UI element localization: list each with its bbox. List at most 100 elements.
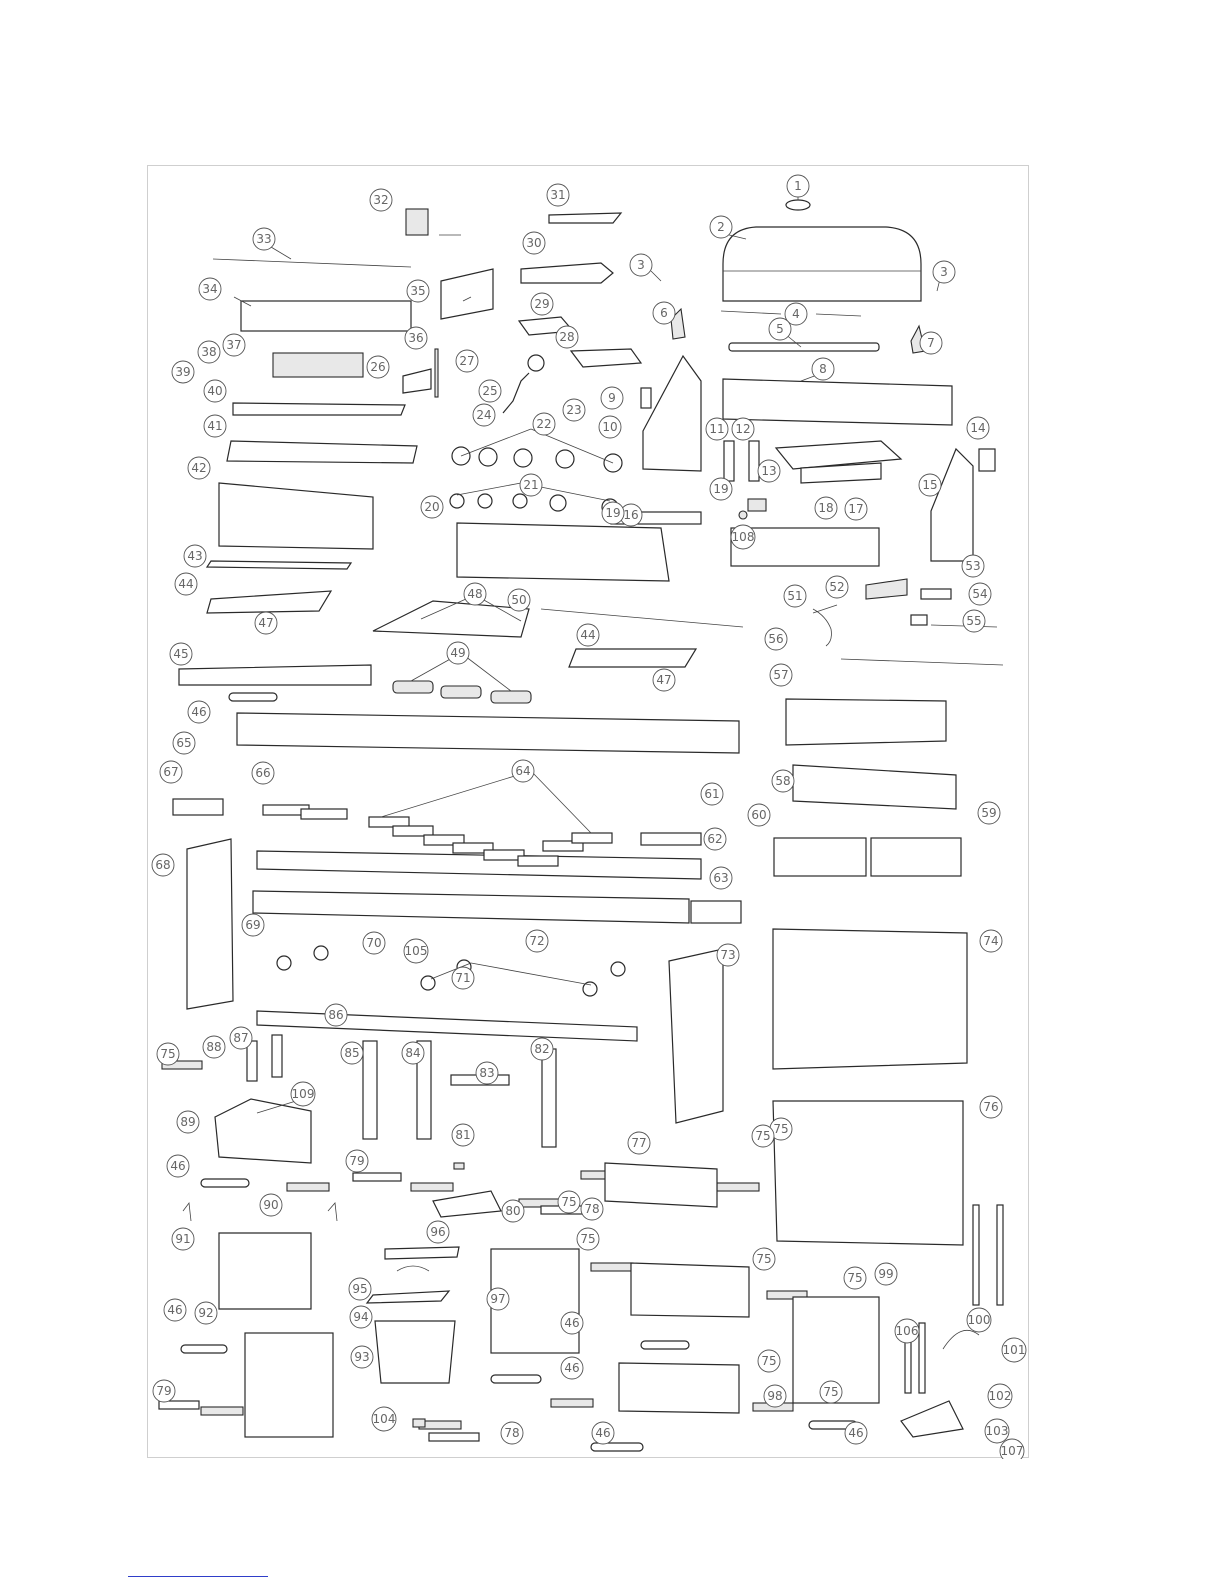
callout-21: 21 [519, 473, 543, 497]
callout-number: 63 [713, 871, 728, 885]
callout-26: 26 [366, 355, 390, 379]
callout-number: 57 [773, 668, 788, 682]
callout-number: 109 [292, 1087, 315, 1101]
callout-70: 70 [362, 931, 386, 955]
callout-27: 27 [455, 349, 479, 373]
callout-number: 7 [927, 336, 935, 350]
callout-number: 75 [761, 1354, 776, 1368]
callout-68: 68 [151, 853, 175, 877]
callout-24: 24 [472, 403, 496, 427]
callout-number: 58 [775, 774, 790, 788]
part-105-beam [252, 890, 690, 924]
callout-50: 50 [507, 588, 531, 612]
callout-109: 109 [290, 1081, 316, 1107]
callout-number: 75 [823, 1385, 838, 1399]
part-67-bracket [172, 798, 224, 816]
part-95-handle [396, 1265, 430, 1272]
callout-number: 88 [206, 1040, 221, 1054]
callout-number: 105 [405, 944, 428, 958]
part-18-igniter [747, 498, 767, 512]
callout-number: 21 [523, 478, 538, 492]
part-106-rail-b [918, 1322, 926, 1394]
callout-2: 2 [709, 215, 733, 239]
callout-number: 19 [713, 482, 728, 496]
callout-46: 46 [187, 700, 211, 724]
callout-number: 29 [534, 297, 549, 311]
callout-number: 102 [989, 1389, 1012, 1403]
part-57-shelf [785, 698, 947, 746]
callout-99: 99 [874, 1262, 898, 1286]
part-28-pan [569, 348, 643, 368]
callout-65: 65 [172, 731, 196, 755]
callout-number: 87 [233, 1031, 248, 1045]
part-36-rod [434, 348, 439, 398]
callout-number: 100 [968, 1313, 991, 1327]
callout-number: 75 [847, 1271, 862, 1285]
part-34-rack [240, 300, 412, 332]
callout-number: 46 [564, 1316, 579, 1330]
part-8-panel [722, 378, 953, 426]
callout-61: 61 [700, 782, 724, 806]
part-76-back [772, 1100, 964, 1246]
callout-31: 31 [546, 183, 570, 207]
callout-number: 80 [505, 1204, 520, 1218]
callout-number: 9 [608, 391, 616, 405]
callout-number: 37 [226, 338, 241, 352]
callout-75: 75 [751, 1124, 775, 1148]
part-59-panel [870, 837, 962, 877]
callout-number: 82 [534, 1042, 549, 1056]
callout-49: 49 [446, 641, 470, 665]
callout-number: 51 [787, 589, 802, 603]
part-91-cabinet [218, 1232, 312, 1310]
callout-30: 30 [522, 231, 546, 255]
callout-29: 29 [530, 292, 554, 316]
part-1-thermometer [785, 199, 811, 211]
part-15-side [930, 447, 974, 562]
part-10-side [642, 354, 702, 472]
callout-12: 12 [731, 417, 755, 441]
callout-number: 10 [602, 420, 617, 434]
exploded-parts-diagram: 1233456789101112131415161718191920212223… [151, 174, 1027, 1459]
callout-63: 63 [709, 866, 733, 890]
callout-number: 46 [564, 1361, 579, 1375]
callout-number: 20 [424, 500, 439, 514]
part-81-knob [453, 1162, 465, 1170]
callout-105: 105 [403, 938, 429, 964]
callout-number: 16 [623, 508, 638, 522]
part-17-panel [730, 527, 880, 567]
callout-number: 81 [455, 1128, 470, 1142]
part-49-burners [392, 680, 532, 704]
callout-number: 48 [467, 587, 482, 601]
callout-73: 73 [716, 943, 740, 967]
callout-107: 107 [999, 1438, 1025, 1459]
callout-47: 47 [652, 668, 676, 692]
callout-81: 81 [451, 1123, 475, 1147]
callout-number: 70 [366, 936, 381, 950]
callout-number: 101 [1003, 1343, 1026, 1357]
callout-44: 44 [576, 623, 600, 647]
callout-100: 100 [966, 1307, 992, 1333]
callout-92: 92 [194, 1301, 218, 1325]
callout-75: 75 [752, 1247, 776, 1271]
callout-51: 51 [783, 584, 807, 608]
part-94-lid [365, 1290, 451, 1304]
callout-number: 54 [972, 587, 987, 601]
callout-number: 36 [408, 331, 423, 345]
callout-89: 89 [176, 1110, 200, 1134]
callout-number: 97 [490, 1292, 505, 1306]
callout-number: 83 [479, 1066, 494, 1080]
part-51-hose [812, 608, 832, 647]
callout-number: 26 [370, 360, 385, 374]
part-30-tray [520, 262, 614, 284]
callout-number: 74 [983, 934, 998, 948]
callout-number: 25 [482, 384, 497, 398]
part-61-bar [640, 832, 702, 846]
callout-67: 67 [159, 760, 183, 784]
callout-number: 22 [536, 417, 551, 431]
callout-16: 16 [619, 503, 643, 527]
callout-57: 57 [769, 663, 793, 687]
part-27-burner [527, 354, 545, 372]
callout-46: 46 [844, 1421, 868, 1445]
callout-number: 38 [201, 345, 216, 359]
callout-number: 94 [353, 1310, 368, 1324]
